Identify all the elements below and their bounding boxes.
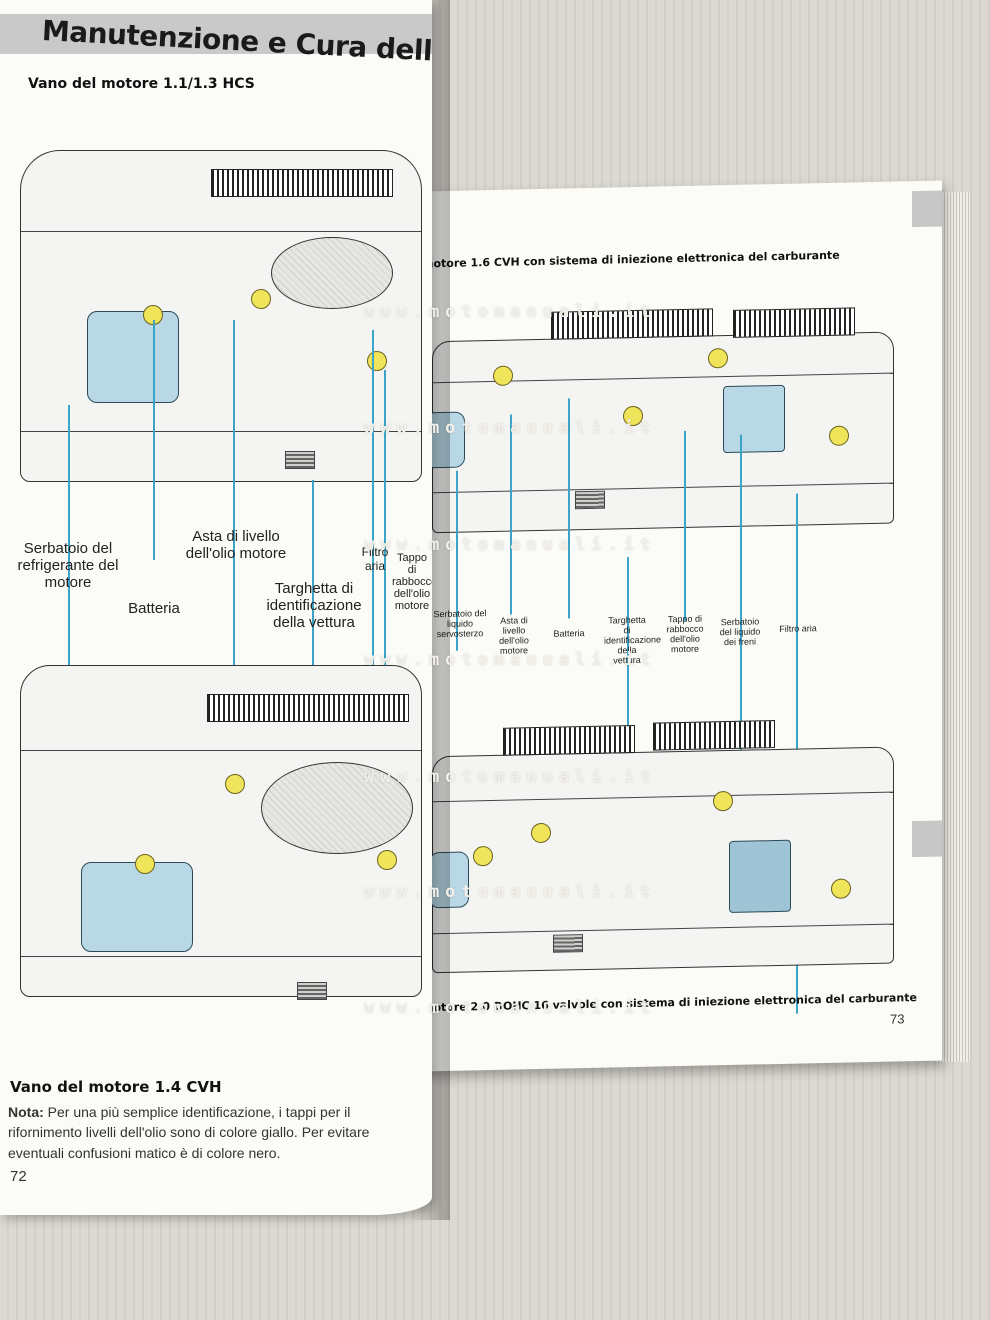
engine-bay-1-4 <box>20 665 422 1000</box>
vin-plate <box>285 451 315 469</box>
watermark: www.motomanuali.it <box>364 418 657 438</box>
vin-plate <box>297 982 327 1000</box>
vin-plate <box>575 490 605 510</box>
brake-fluid-cap <box>713 790 733 812</box>
engine-bay-1-1-1-3 <box>20 150 422 482</box>
chapter-tab <box>912 820 942 858</box>
coolant-reservoir <box>81 862 193 952</box>
watermark: www.motomanuali.it <box>364 302 657 322</box>
watermark: www.motomanuali.it <box>364 998 657 1018</box>
air-filter <box>271 237 393 309</box>
leader-line <box>384 370 386 830</box>
leader-line <box>372 330 374 800</box>
air-filter-box <box>723 384 785 454</box>
label-oil-dipstick: Asta di livello dell'olio motore <box>185 528 287 562</box>
cowl-grille <box>503 724 635 756</box>
left-bottom-diagram-title: Vano del motore 1.4 CVH <box>10 1078 222 1096</box>
watermark: www.motomanuali.it <box>364 882 657 902</box>
leader-line <box>684 430 686 621</box>
right-top-diagram-title: motore 1.6 CVH con sistema di iniezione … <box>422 248 840 271</box>
air-filter-box <box>729 839 791 914</box>
leader-line <box>510 414 512 615</box>
watermark: www.motomanuali.it <box>364 767 657 787</box>
label-brake-fluid: Serbatoio del liquido dei freni <box>719 616 761 648</box>
cowl-grille <box>211 169 393 197</box>
note-paragraph: Nota: Per una più semplice identificazio… <box>8 1102 428 1163</box>
label-battery: Batteria <box>128 600 180 617</box>
left-page-number: 72 <box>10 1168 27 1185</box>
watermark: www.motomanuali.it <box>364 650 657 670</box>
label-oil-cap: Tappo di rabbocco dell'olio motore <box>392 552 432 612</box>
label-air-filter: Filtro aria <box>779 623 817 634</box>
cowl-grille <box>207 694 409 722</box>
dipstick-cap <box>473 845 493 867</box>
left-page: Manutenzione e Cura della ve Vano del mo… <box>0 0 432 1215</box>
vin-plate <box>553 934 583 953</box>
left-top-diagram-title: Vano del motore 1.1/1.3 HCS <box>28 76 255 92</box>
cowl-grille <box>653 720 775 751</box>
right-page-number: 73 <box>890 1011 905 1027</box>
leader-line <box>68 405 70 905</box>
dipstick-cap <box>493 365 513 386</box>
oil-cap <box>377 850 397 870</box>
coolant-cap <box>135 854 155 874</box>
chapter-tab <box>912 190 942 228</box>
label-air-filter: Filtro aria <box>361 545 389 573</box>
label-vin-plate: Targhetta di identificazione della vettu… <box>266 580 362 631</box>
label-oil-cap: Tappo di rabbocco dell'olio motore <box>666 613 704 655</box>
washer-cap <box>829 425 849 446</box>
cowl-grille <box>733 307 855 338</box>
watermark: www.motomanuali.it <box>364 535 657 555</box>
leader-line <box>153 320 155 560</box>
leader-line <box>233 320 235 750</box>
dipstick-cap <box>251 289 271 309</box>
note-label: Nota: <box>8 1104 44 1120</box>
air-filter <box>261 762 413 854</box>
leader-line <box>740 434 742 755</box>
washer-cap <box>831 878 851 899</box>
oil-cap <box>531 822 551 844</box>
brake-fluid-cap <box>708 348 728 369</box>
oil-cap <box>367 351 387 371</box>
label-coolant-reservoir: Serbatoio del refrigerante del motore <box>17 540 119 591</box>
title-band <box>0 14 432 54</box>
coolant-reservoir <box>87 311 179 403</box>
label-battery: Batteria <box>553 628 585 639</box>
note-text: Per una più semplice identificazione, i … <box>8 1104 370 1161</box>
dipstick-cap <box>225 774 245 794</box>
